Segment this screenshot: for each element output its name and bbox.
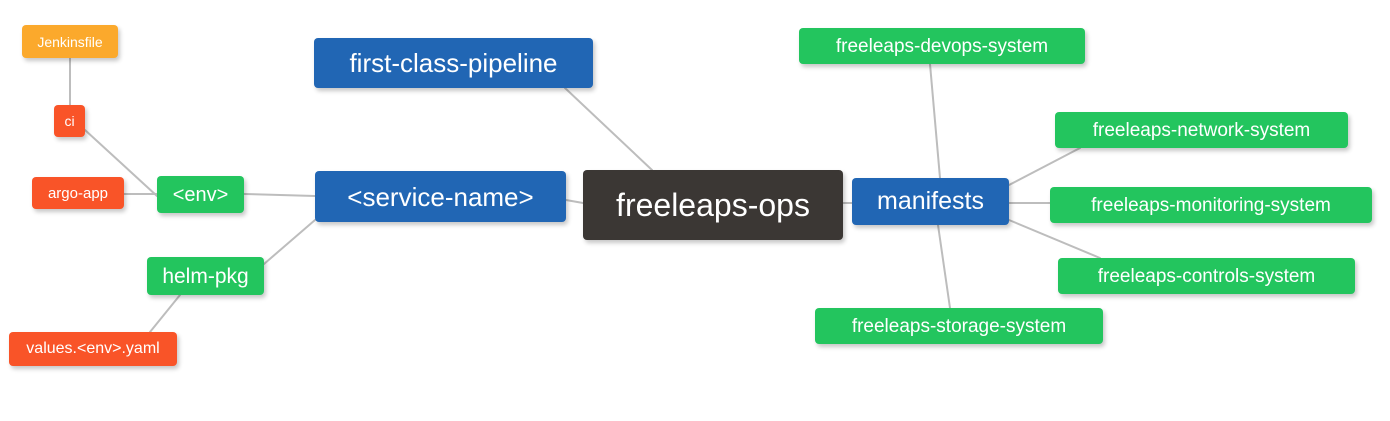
node-env[interactable]: <env> <box>157 176 244 213</box>
node-freeleaps-monitoring-system[interactable]: freeleaps-monitoring-system <box>1050 187 1372 223</box>
edge-env-to-service-name <box>243 193 316 197</box>
node-service-name[interactable]: <service-name> <box>315 171 566 222</box>
node-freeleaps-controls-system[interactable]: freeleaps-controls-system <box>1058 258 1355 294</box>
node-jenkinsfile[interactable]: Jenkinsfile <box>22 25 118 58</box>
node-freeleaps-network-system[interactable]: freeleaps-network-system <box>1055 112 1348 148</box>
node-freeleaps-storage-system[interactable]: freeleaps-storage-system <box>815 308 1103 344</box>
edge-manifests-to-freeleaps-storage-system <box>937 224 951 309</box>
node-values-env-yaml[interactable]: values.<env>.yaml <box>9 332 177 366</box>
edge-manifests-to-freeleaps-devops-system <box>929 63 941 179</box>
edge-manifests-to-freeleaps-network-system <box>1008 147 1081 186</box>
edge-ci-to-env <box>84 129 158 197</box>
node-first-class-pipeline[interactable]: first-class-pipeline <box>314 38 593 88</box>
edge-helm-pkg-to-values-env-yaml <box>149 294 181 333</box>
edge-manifests-to-freeleaps-controls-system <box>1008 219 1101 259</box>
node-helm-pkg[interactable]: helm-pkg <box>147 257 264 295</box>
edge-service-name-to-freeleaps-ops <box>565 199 584 204</box>
node-ci[interactable]: ci <box>54 105 85 137</box>
node-freeleaps-ops[interactable]: freeleaps-ops <box>583 170 843 240</box>
edge-service-name-to-helm-pkg <box>263 219 316 265</box>
edge-first-class-pipeline-to-freeleaps-ops <box>564 87 653 171</box>
node-manifests[interactable]: manifests <box>852 178 1009 225</box>
node-argo-app[interactable]: argo-app <box>32 177 124 209</box>
node-freeleaps-devops-system[interactable]: freeleaps-devops-system <box>799 28 1085 64</box>
